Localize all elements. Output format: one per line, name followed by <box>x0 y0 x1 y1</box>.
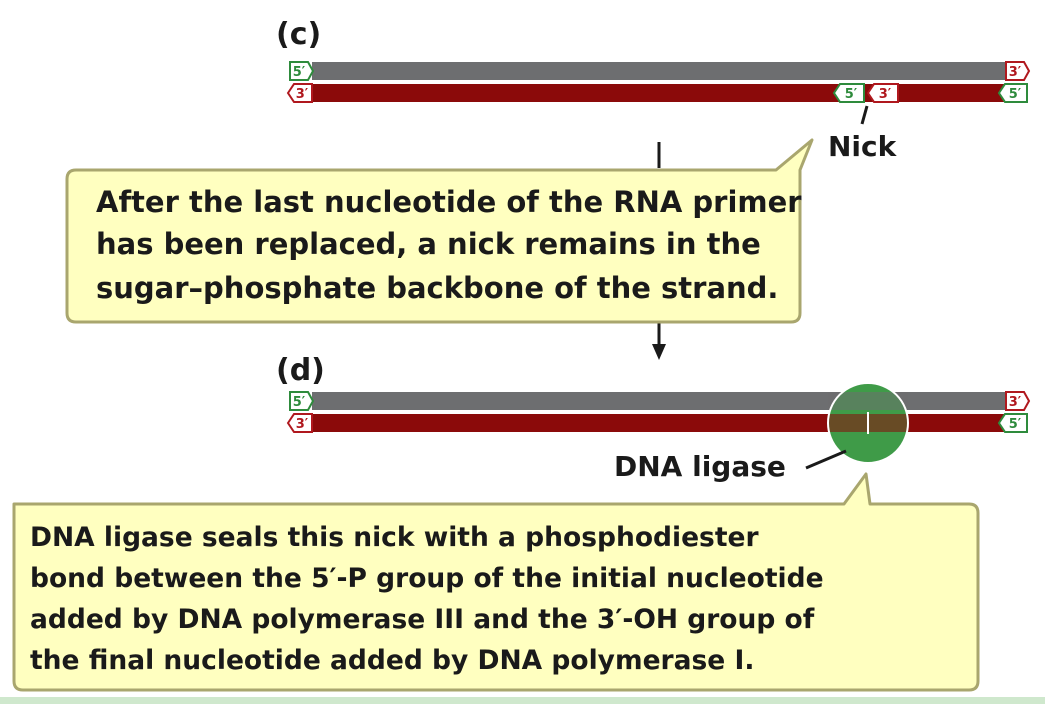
ligase-callout-line-4: the final nucleotide added by DNA polyme… <box>30 645 754 676</box>
svg-text:5′: 5′ <box>1009 417 1022 432</box>
ligase-callout-line-1: DNA ligase seals this nick with a phosph… <box>30 522 759 553</box>
panel-c-nick-5prime-tag: 5′ <box>832 83 865 103</box>
svg-text:5′: 5′ <box>293 65 306 80</box>
flow-arrow <box>652 142 666 360</box>
ligase-callout-line-2: bond between the 5′-P group of the initi… <box>30 563 824 594</box>
panel-c-dna-duplex: 5′ 3′ 3′ 5′ 5′ 3′ <box>286 61 1031 103</box>
panel-c-nick-3prime-tag: 3′ <box>866 83 899 103</box>
svg-text:5′: 5′ <box>1009 87 1022 102</box>
bottom-band <box>0 697 1045 704</box>
nick-pointer-line <box>860 105 869 125</box>
panel-d-bottom-left-3prime-tag: 3′ <box>286 413 313 433</box>
panel-c-bottom-right-5prime-tag: 5′ <box>997 83 1028 103</box>
panel-d-dna-duplex: 5′ 3′ 3′ 5′ <box>286 382 1031 464</box>
svg-text:5′: 5′ <box>845 87 858 102</box>
panel-c-top-left-5prime-tag: 5′ <box>289 61 315 81</box>
panel-c-label: (c) <box>276 17 321 52</box>
nick-callout-line-3: sugar–phosphate backbone of the strand. <box>96 271 778 305</box>
panel-d-bottom-right-5prime-tag: 5′ <box>997 413 1028 433</box>
nick-explanation-callout: After the last nucleotide of the RNA pri… <box>65 138 814 324</box>
ligase-callout-line-3: added by DNA polymerase III and the 3′-O… <box>30 604 815 635</box>
nick-callout-line-1: After the last nucleotide of the RNA pri… <box>96 185 802 219</box>
panel-c-top-right-3prime-tag: 3′ <box>1005 61 1031 81</box>
nick-callout-line-2: has been replaced, a nick remains in the <box>96 227 761 261</box>
panel-d-top-right-3prime-tag: 3′ <box>1005 391 1031 411</box>
svg-text:3′: 3′ <box>1009 395 1022 410</box>
svg-text:3′: 3′ <box>879 87 892 102</box>
dna-ligase-label: DNA ligase <box>614 450 786 483</box>
panel-c-bottom-left-3prime-tag: 3′ <box>286 83 313 103</box>
dna-ligase-enzyme <box>827 382 909 464</box>
panel-d-top-left-5prime-tag: 5′ <box>289 391 315 411</box>
svg-text:5′: 5′ <box>293 395 306 410</box>
panel-c-bottom-strand <box>312 84 1004 102</box>
svg-text:3′: 3′ <box>296 87 309 102</box>
nick-label: Nick <box>828 130 898 163</box>
panel-d-label: (d) <box>276 353 325 388</box>
svg-text:3′: 3′ <box>1009 65 1022 80</box>
panel-c-top-strand <box>312 62 1006 80</box>
ligase-explanation-callout: DNA ligase seals this nick with a phosph… <box>12 472 980 692</box>
svg-text:3′: 3′ <box>296 417 309 432</box>
dna-ligase-pointer-line <box>805 449 847 470</box>
